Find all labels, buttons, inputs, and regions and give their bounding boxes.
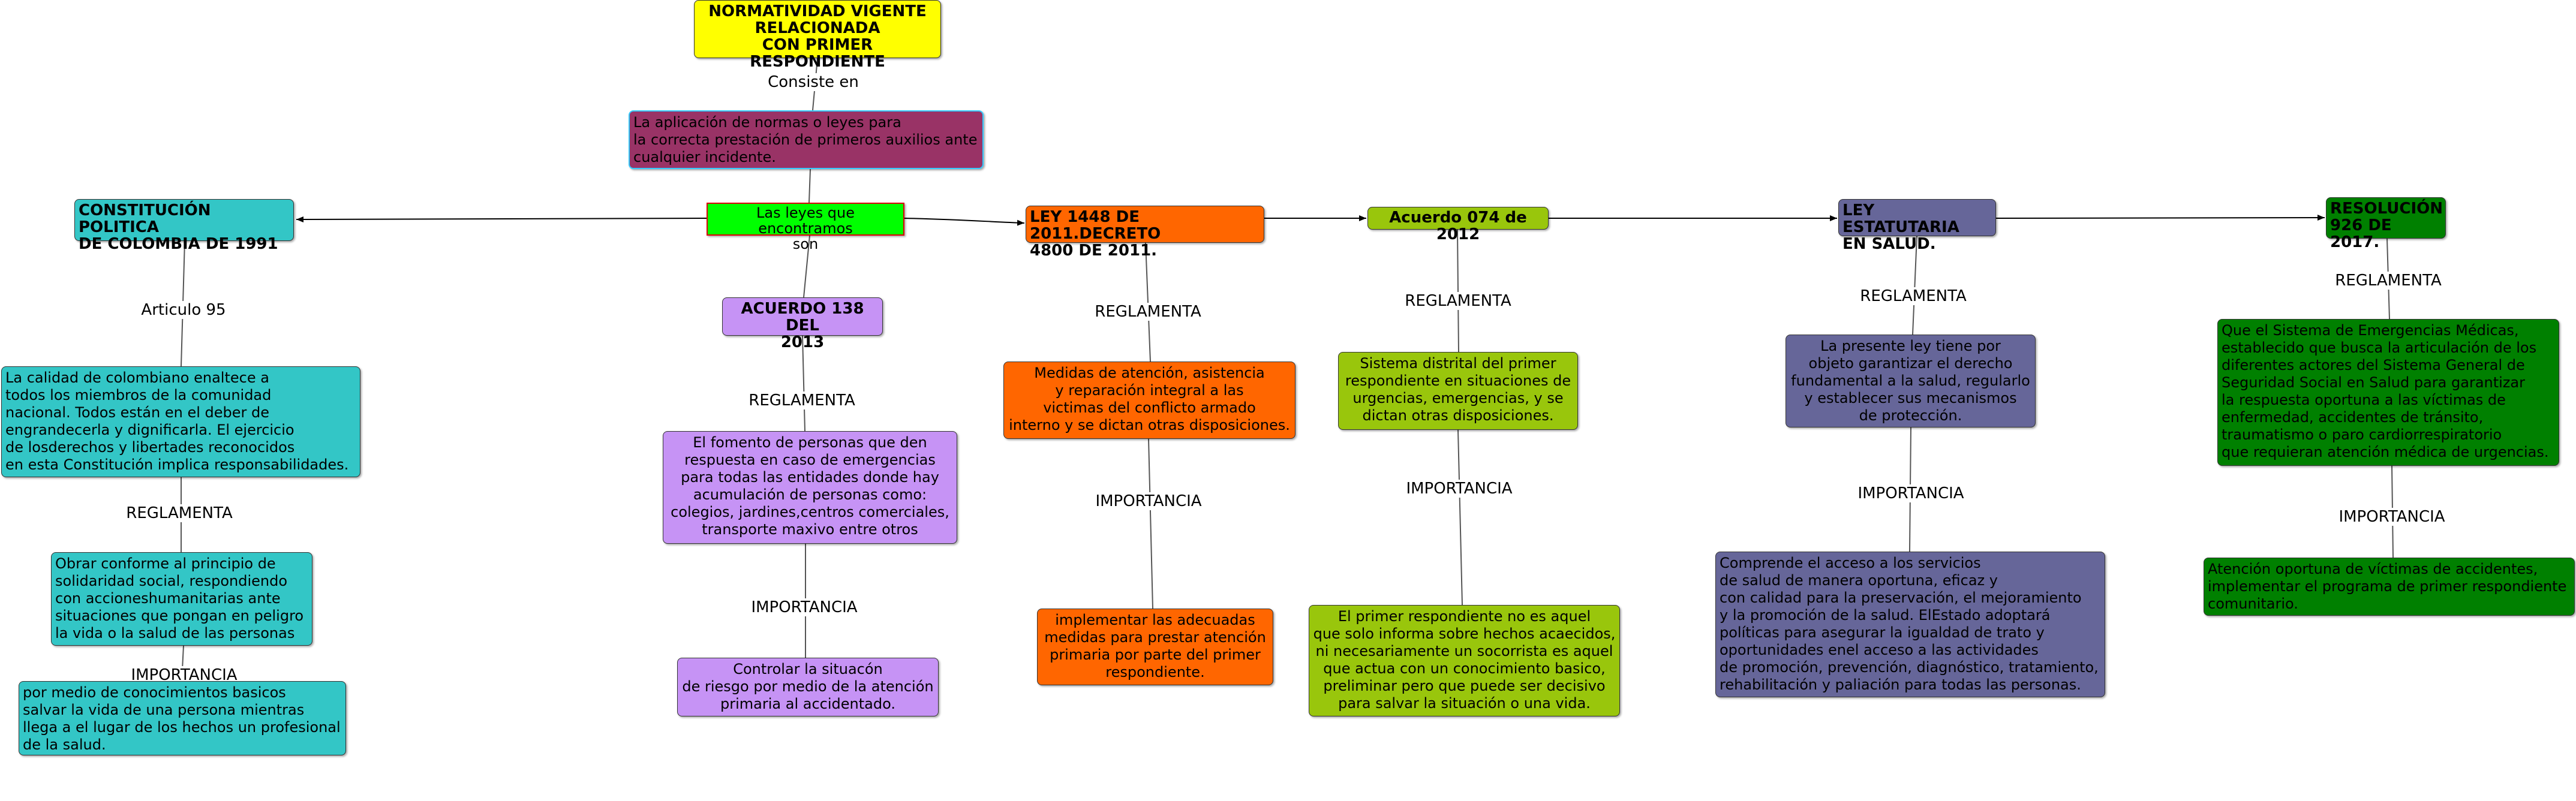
acuerdo138-importancia-node[interactable]: Controlar la situacón de riesgo por medi…	[677, 658, 939, 716]
constitucion-title-node[interactable]: CONSTITUCIÓN POLITICA DE COLOMBIA DE 199…	[74, 199, 294, 252]
link-label-articulo-95: Articulo 95	[139, 301, 229, 319]
acuerdo138-title-node[interactable]: ACUERDO 138 DEL 2013	[722, 297, 883, 351]
ley1448-title-node[interactable]: LEY 1448 DE 2011.DECRETO 4800 DE 2011.	[1026, 206, 1264, 259]
definition-node[interactable]: La aplicación de normas o leyes para la …	[629, 110, 984, 169]
arrow-hub-constitucion	[296, 216, 707, 222]
ley1448-importancia-node[interactable]: implementar las adecuadas medidas para p…	[1037, 609, 1273, 685]
resolucion-reglamenta-node[interactable]: Que el Sistema de Emergencias Médicas, e…	[2217, 319, 2559, 466]
acuerdo138-reglamenta-node[interactable]: El fomento de personas que den respuesta…	[663, 431, 957, 544]
link-label-reglamenta-constitucion: REGLAMENTA	[124, 504, 235, 522]
link-label-reglamenta-acuerdo074: REGLAMENTA	[1402, 292, 1514, 310]
constitucion-reglamenta-node[interactable]: Obrar conforme al principio de solidarid…	[51, 552, 312, 646]
acuerdo074-title-node[interactable]: Acuerdo 074 de 2012	[1367, 207, 1549, 243]
ley1448-reglamenta-node[interactable]: Medidas de atención, asistencia y repara…	[1003, 362, 1295, 439]
link-label-reglamenta-resolucion: REGLAMENTA	[2332, 272, 2444, 290]
link-label-importancia-acuerdo074: IMPORTANCIA	[1403, 480, 1515, 498]
root-title-node[interactable]: NORMATIVIDAD VIGENTE RELACIONADA CON PRI…	[694, 0, 941, 70]
link-label-reglamenta-estatutaria: REGLAMENTA	[1857, 287, 1969, 305]
resolucion-importancia-node[interactable]: Atención oportuna de víctimas de acciden…	[2204, 558, 2575, 616]
hub-node[interactable]: Las leyes que encontramos son	[707, 203, 904, 252]
link-label-reglamenta-ley1448: REGLAMENTA	[1092, 303, 1204, 321]
estatutaria-importancia-node[interactable]: Comprende el acceso a los servicios de s…	[1715, 552, 2105, 697]
link-label-importancia-estatutaria: IMPORTANCIA	[1855, 484, 1967, 502]
link-definition-hub	[808, 168, 811, 203]
link-label-importancia-ley1448: IMPORTANCIA	[1093, 492, 1204, 510]
constitucion-desc-node[interactable]: La calidad de colombiano enaltece a todo…	[1, 366, 360, 477]
estatutaria-title-node[interactable]: LEY ESTATUTARIA EN SALUD.	[1838, 199, 1996, 252]
resolucion-title-node[interactable]: RESOLUCIÓN 926 DE 2017.	[2326, 197, 2446, 251]
acuerdo074-reglamenta-node[interactable]: Sistema distrital del primer respondient…	[1338, 352, 1578, 430]
arrow-hub-ley1448	[903, 218, 1025, 226]
estatutaria-reglamenta-node[interactable]: La presente ley tiene por objeto garanti…	[1786, 335, 2036, 427]
constitucion-importancia-node[interactable]: por medio de conocimientos basicos salva…	[19, 681, 346, 755]
link-label-importancia-acuerdo138: IMPORTANCIA	[749, 598, 860, 616]
link-label-reglamenta-acuerdo138: REGLAMENTA	[746, 392, 858, 409]
link-label-consiste-en: Consiste en	[765, 73, 861, 91]
link-label-importancia-resolucion: IMPORTANCIA	[2336, 508, 2448, 526]
line-hub-acuerdo138	[803, 235, 810, 298]
acuerdo074-importancia-node[interactable]: El primer respondiente no es aquel que s…	[1309, 605, 1620, 716]
